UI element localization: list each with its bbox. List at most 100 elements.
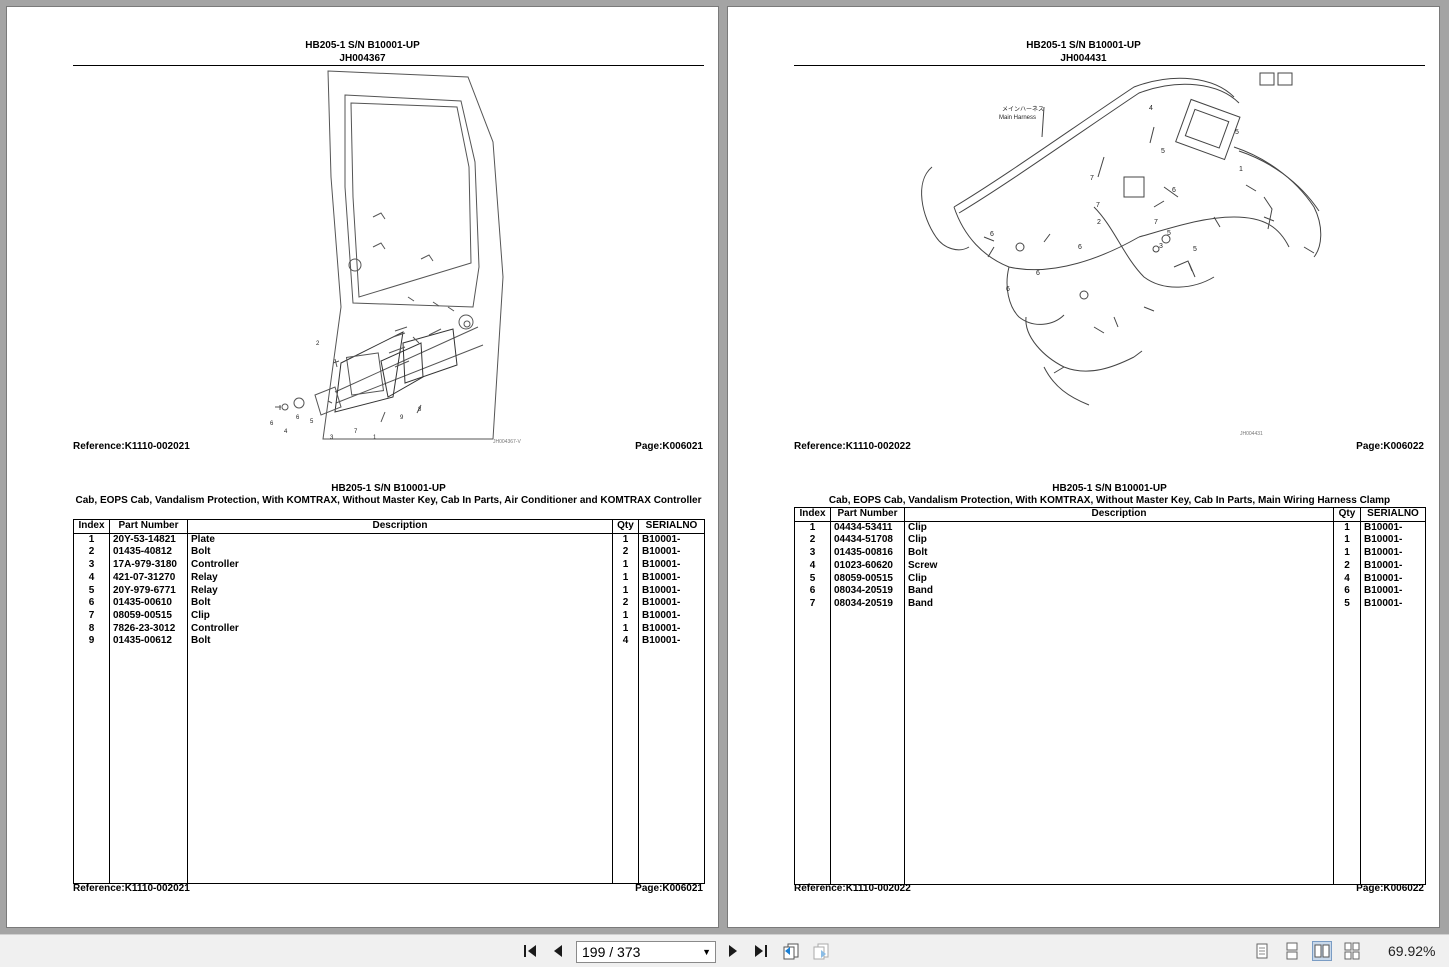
next-page-icon[interactable] <box>724 942 742 960</box>
table-cell: Clip <box>904 534 1334 548</box>
callout-5: 5 <box>1161 148 1165 155</box>
page-label: Page:K006021 <box>635 441 703 452</box>
table-cell: 421-07-31270 <box>109 571 188 585</box>
pdf-page-left: HB205-1 S/N B10001-UP JH004367 <box>6 6 719 928</box>
cab-panel-illustration: 2 6 4 6 5 3 7 1 9 8 JH004367-V <box>270 70 521 445</box>
table-cell: 5 <box>73 584 110 598</box>
previous-page-icon[interactable] <box>549 942 567 960</box>
table-cell: 20Y-979-6771 <box>109 584 188 598</box>
table-cell: B10001- <box>1360 534 1426 548</box>
table-cell: Bolt <box>904 547 1334 560</box>
table-cell: Clip <box>904 521 1334 535</box>
table-cell: 1 <box>73 533 110 547</box>
table-cell: Bolt <box>187 635 613 649</box>
table-cell: 1 <box>612 559 639 572</box>
table-filler <box>73 648 705 885</box>
table-cell: B10001- <box>1360 585 1426 598</box>
table-cell: 01435-00816 <box>830 547 905 560</box>
table-cell: 5 <box>794 572 831 586</box>
callout-7: 7 <box>354 429 358 435</box>
first-page-icon[interactable] <box>521 942 539 960</box>
table-cell: Relay <box>187 571 613 585</box>
callout-5: 5 <box>1193 246 1197 253</box>
parts-table: Index Part Number Description Qty SERIAL… <box>73 519 705 885</box>
table-header-row: Index Part Number Description Qty SERIAL… <box>73 519 705 534</box>
table-cell: 2 <box>612 597 639 610</box>
zoom-level[interactable]: 69.92% <box>1388 943 1436 959</box>
table-cell: Clip <box>904 572 1334 586</box>
callout-6: 6 <box>1036 270 1040 277</box>
table-cell: Controller <box>187 622 613 636</box>
table-cell: 08034-20519 <box>830 597 905 611</box>
table-cell: B10001- <box>638 597 705 610</box>
table-cell: Screw <box>904 559 1334 573</box>
table-cell: 1 <box>1333 521 1361 535</box>
table-cell: 01023-60620 <box>830 559 905 573</box>
callout-6: 6 <box>270 421 274 427</box>
callout-4: 4 <box>284 429 288 435</box>
page-label: Page:K006022 <box>1356 883 1424 894</box>
table-cell: 7826-23-3012 <box>109 622 188 636</box>
callout-6: 6 <box>1006 286 1010 293</box>
col-index: Index <box>73 519 110 534</box>
continuous-facing-icon[interactable] <box>1343 942 1361 960</box>
table-cell: B10001- <box>1360 597 1426 611</box>
table-cell: B10001- <box>638 609 705 623</box>
table-cell: 04434-51708 <box>830 534 905 548</box>
continuous-icon[interactable] <box>1283 942 1301 960</box>
table-cell: 01435-00610 <box>109 597 188 610</box>
reference-label: Reference:K1110-002021 <box>73 441 190 452</box>
viewer-toolbar: 199 / 373▼ 69.92% <box>0 934 1449 967</box>
col-part-number: Part Number <box>109 519 188 534</box>
col-description: Description <box>187 519 613 534</box>
table-cell: B10001- <box>638 635 705 649</box>
callout-7: 7 <box>1096 202 1100 209</box>
callout-5: 5 <box>1167 230 1171 237</box>
next-view-icon[interactable] <box>812 942 830 960</box>
callout-4: 4 <box>1149 105 1153 112</box>
table-cell: 4 <box>1333 572 1361 586</box>
parts-diagram-cab: 2 6 4 6 5 3 7 1 9 8 JH004367-V <box>73 67 704 445</box>
table-cell: 2 <box>612 546 639 560</box>
table-cell: 08034-20519 <box>830 585 905 598</box>
document-viewport[interactable]: HB205-1 S/N B10001-UP JH004367 <box>0 0 1449 934</box>
table-cell: 1 <box>1333 547 1361 560</box>
table-cell-empty <box>187 648 613 885</box>
table-cell-empty <box>612 648 639 885</box>
previous-view-icon[interactable] <box>782 942 800 960</box>
table-cell: B10001- <box>1360 559 1426 573</box>
divider <box>73 65 704 66</box>
page-label: Page:K006021 <box>635 883 703 894</box>
table-cell: 08059-00515 <box>830 572 905 586</box>
facing-pages-icon[interactable] <box>1312 941 1332 961</box>
pdf-page-right: HB205-1 S/N B10001-UP JH004431 <box>727 6 1440 928</box>
table-cell-empty <box>904 610 1334 885</box>
callout-8: 8 <box>418 407 422 413</box>
table-cell: Relay <box>187 584 613 598</box>
table-cell-empty <box>830 610 905 885</box>
figure-id: JH004431 <box>1060 53 1107 64</box>
table-cell-empty <box>638 648 705 885</box>
callout-9: 9 <box>400 415 404 421</box>
table-cell: 2 <box>794 534 831 548</box>
single-page-icon[interactable] <box>1253 942 1271 960</box>
page-number-select[interactable]: 199 / 373▼ <box>576 941 716 963</box>
table-cell: 4 <box>794 559 831 573</box>
parts-diagram-harness: メインハーネス Main Harness 4 5 5 1 7 6 7 2 7 5… <box>794 67 1425 445</box>
page-title: HB205-1 S/N B10001-UP <box>1026 40 1141 51</box>
table-cell: B10001- <box>638 584 705 598</box>
table-cell: 17A-979-3180 <box>109 559 188 572</box>
table-cell-empty <box>1333 610 1361 885</box>
callout-7: 7 <box>1154 219 1158 226</box>
last-page-icon[interactable] <box>752 942 770 960</box>
table-cell: B10001- <box>638 622 705 636</box>
